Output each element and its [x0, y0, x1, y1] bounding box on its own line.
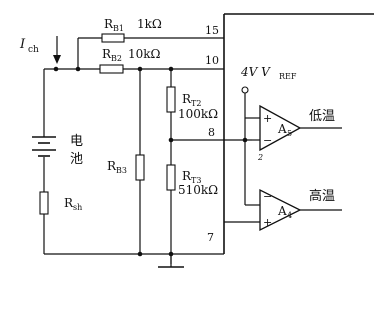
resistor-rt2: [166, 86, 176, 113]
pin10-label: 10: [205, 54, 219, 67]
ich-sub: ch: [28, 45, 39, 55]
resistor-rt3: [166, 164, 176, 191]
comparator-a5: [252, 104, 342, 152]
battery-label-2: 池: [70, 152, 83, 167]
small-pin-2: 2: [257, 153, 263, 162]
rt2-sub: T2: [191, 99, 201, 108]
rb1-value: 1kΩ: [137, 17, 162, 31]
rt3-sub: T3: [191, 176, 201, 185]
rb2-label: R: [102, 47, 112, 61]
rb2-sub: B2: [111, 54, 122, 63]
a5-plus: +: [263, 112, 272, 125]
rt2-label: R: [182, 92, 192, 106]
pin15-label: 15: [205, 24, 219, 37]
resistor-rb1: [101, 33, 125, 43]
rt3-value: 510kΩ: [178, 183, 218, 197]
rb3-label: R: [107, 159, 117, 173]
a5-minus: −: [263, 134, 272, 147]
pin8-label: 8: [208, 126, 215, 139]
battery-label-1: 电: [70, 134, 83, 149]
a4-sub: 4: [287, 211, 292, 220]
high-temp-label: 高温: [309, 188, 335, 204]
resistor-rb2: [99, 64, 124, 74]
rb1-sub: B1: [113, 24, 124, 33]
vref-sub: REF: [279, 72, 297, 81]
rsh-sub: sh: [73, 203, 82, 212]
current-arrow-icon: [53, 36, 61, 64]
pin7-label: 7: [207, 231, 214, 244]
junction-dots: [53, 66, 248, 257]
rt3-label: R: [182, 169, 192, 183]
ich-label: I: [19, 37, 26, 52]
low-temp-label: 低温: [309, 109, 335, 124]
vref-label: 4V V: [240, 65, 271, 79]
vref-terminal: [241, 86, 260, 206]
rt2-value: 100kΩ: [178, 107, 218, 121]
a5-label: A: [277, 122, 287, 136]
wire-left-bus: [43, 69, 224, 255]
rb2-value: 10kΩ: [128, 47, 161, 61]
comparator-a4: [224, 188, 342, 232]
a5-sub: 5: [287, 129, 292, 138]
resistor-rsh: [39, 191, 49, 215]
battery-icon: [32, 136, 56, 157]
rb1-label: R: [104, 17, 114, 31]
rb3-sub: B3: [116, 166, 127, 175]
a4-plus: +: [263, 216, 272, 229]
ic-body: [223, 13, 374, 254]
a4-label: A: [277, 204, 287, 218]
wire-rb1-path: [77, 37, 224, 69]
a4-minus: −: [263, 190, 272, 203]
rsh-label: R: [64, 196, 74, 210]
resistor-rb3: [135, 154, 145, 181]
